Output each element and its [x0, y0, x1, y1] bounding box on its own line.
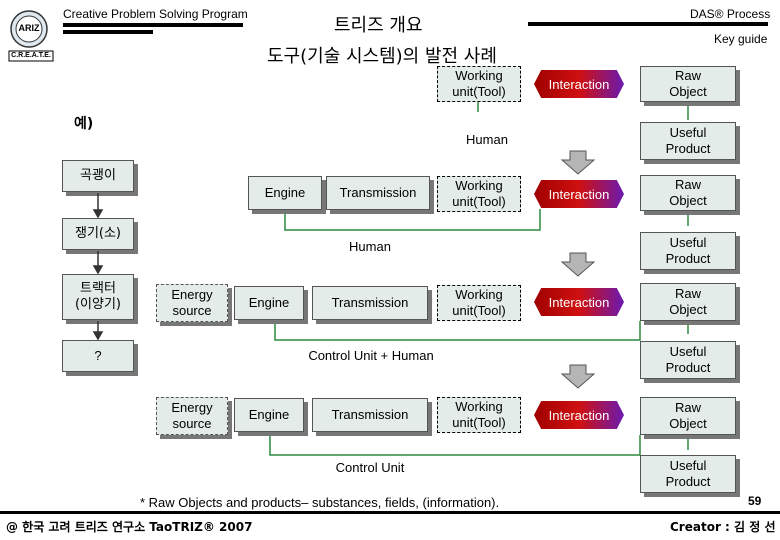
row0-interaction: Interaction — [534, 70, 624, 98]
page-number: 59 — [748, 494, 762, 508]
row3-engine: Engine — [234, 398, 304, 432]
row0-human: Human — [466, 132, 508, 147]
row2-interaction: Interaction — [534, 288, 624, 316]
program-name: Creative Problem Solving Program — [63, 7, 248, 21]
tool-plow: 쟁기(소) — [62, 218, 134, 250]
row2-transmission: Transmission — [312, 286, 428, 320]
row1-engine: Engine — [248, 176, 322, 210]
page-subtitle: 도구(기술 시스템)의 발전 사례 — [267, 46, 497, 67]
logo-top-text: ARIZ — [18, 23, 40, 33]
row3-working-unit: Working unit(Tool) — [437, 397, 521, 433]
example-label: 예) — [74, 116, 94, 132]
header-rule-2 — [63, 30, 153, 34]
header-rule-3 — [528, 22, 768, 26]
footer-rule — [0, 511, 780, 514]
row0-raw-object: Raw Object — [640, 66, 736, 102]
row3-interaction: Interaction — [534, 401, 624, 429]
tool-pickaxe: 곡괭이 — [62, 160, 134, 192]
row2-control: Control Unit + Human — [308, 348, 434, 363]
row2-useful-product: Useful Product — [640, 341, 736, 379]
row3-raw-object: Raw Object — [640, 397, 736, 435]
row0-working-unit: Working unit(Tool) — [437, 66, 521, 102]
row1-raw-object: Raw Object — [640, 175, 736, 211]
row0-useful-product: Useful Product — [640, 122, 736, 160]
footer-right: Creator : 김 정 선 — [670, 520, 776, 534]
row3-transmission: Transmission — [312, 398, 428, 432]
row3-energy-source: Energy source — [156, 397, 228, 435]
row1-useful-product: Useful Product — [640, 232, 736, 270]
logo: ARIZ C.R.E.A.T.E. — [3, 3, 55, 65]
row1-human: Human — [349, 239, 391, 254]
row1-interaction: Interaction — [534, 180, 624, 208]
header-rule-1 — [63, 23, 243, 27]
process-name: DAS® Process — [690, 7, 771, 21]
footer-left: @ 한국 고려 트리즈 연구소 TaoTRIZ® 2007 — [6, 520, 253, 534]
row3-control: Control Unit — [335, 460, 405, 475]
row2-energy-source: Energy source — [156, 284, 228, 322]
tool-tractor: 트랙터 (이양기) — [62, 274, 134, 320]
row1-working-unit: Working unit(Tool) — [437, 176, 521, 212]
page-title: 트리즈 개요 — [334, 15, 423, 36]
row1-transmission: Transmission — [326, 176, 430, 210]
logo-icon — [8, 10, 54, 62]
row3-useful-product: Useful Product — [640, 455, 736, 493]
logo-bottom-text: C.R.E.A.T.E. — [11, 52, 51, 59]
row2-raw-object: Raw Object — [640, 283, 736, 321]
key-guide: Key guide — [714, 32, 768, 46]
row2-working-unit: Working unit(Tool) — [437, 285, 521, 321]
footnote: * Raw Objects and products– substances, … — [140, 495, 500, 510]
row2-engine: Engine — [234, 286, 304, 320]
